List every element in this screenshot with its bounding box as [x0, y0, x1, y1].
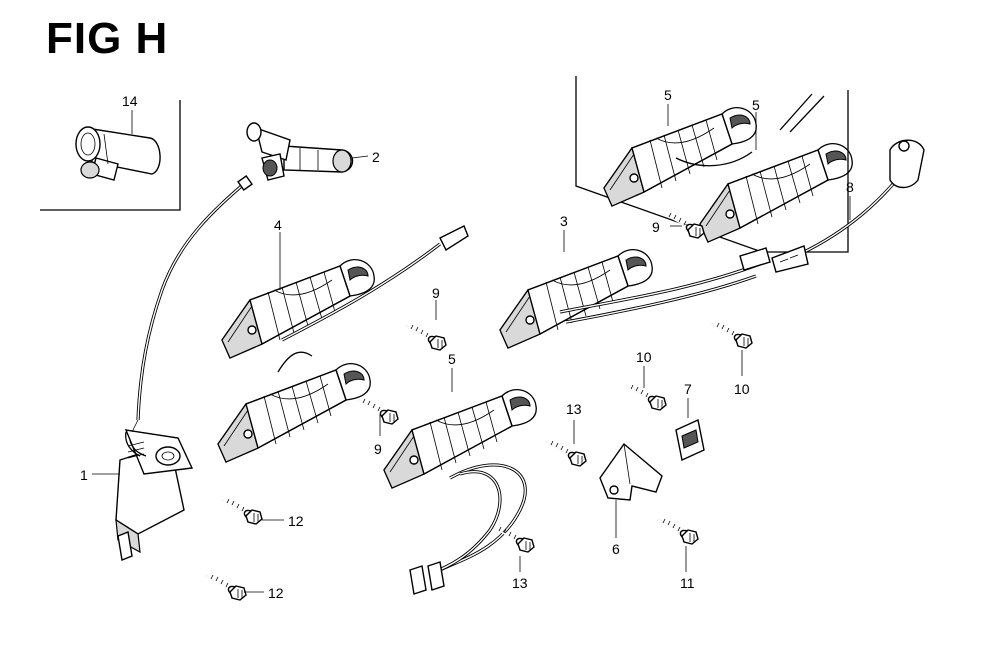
exciter-coil-inset-lower: [699, 93, 853, 243]
bolt-11: [657, 518, 699, 545]
bolt-12-upper: [221, 498, 263, 525]
charge-coil-part-4: [221, 225, 469, 359]
charge-coil-lower-left: [217, 351, 371, 463]
callout-5-inset-left: 5: [664, 87, 672, 103]
callout-1: 1: [80, 467, 88, 483]
bolt-12-lower: [205, 574, 247, 601]
callout-13-upper: 13: [566, 401, 582, 417]
callout-6: 6: [612, 541, 620, 557]
bolt-13-lower: [493, 526, 535, 553]
bolt-13-upper: [545, 440, 587, 467]
exciter-coil-part-5: [383, 388, 537, 595]
callout-12-lower: 12: [268, 585, 284, 601]
callout-10-right: 10: [734, 381, 750, 397]
callout-10-left: 10: [636, 349, 652, 365]
callout-5-center: 5: [448, 351, 456, 367]
bolt-10-left: [625, 384, 667, 411]
callout-8: 8: [846, 179, 854, 195]
inset-box-14: [40, 100, 181, 211]
bolt-9-center: [405, 324, 447, 351]
callout-9-lower: 9: [374, 441, 382, 457]
bolt-10-right: [711, 322, 753, 349]
callout-9-inset: 9: [652, 219, 660, 235]
bracket-part-6: [599, 442, 663, 501]
callout-4: 4: [274, 217, 282, 233]
wire-harness-part-8: [771, 139, 925, 273]
exciter-coil-inset-upper: [603, 106, 757, 207]
terminal-part-7: [675, 418, 705, 462]
callout-9-center: 9: [432, 285, 440, 301]
callout-7: 7: [684, 381, 692, 397]
figure-title: FIG H: [46, 14, 169, 63]
callout-labels: 14 2 1 4 5 5 5 3 8 9 9 9 10 10 7 13 6 13…: [80, 87, 854, 601]
callout-5-inset-right: 5: [752, 97, 760, 113]
callout-2: 2: [372, 149, 380, 165]
plug-cap-part-2: [246, 122, 354, 181]
callout-13-lower: 13: [512, 575, 528, 591]
charge-coil-part-3: [499, 247, 771, 349]
callout-14: 14: [122, 93, 138, 109]
callout-12-upper: 12: [288, 513, 304, 529]
ignition-coil-part-1: [115, 175, 253, 561]
callout-11: 11: [680, 575, 695, 591]
callout-3: 3: [560, 213, 568, 229]
bolt-9-inset: [663, 212, 705, 239]
bolt-9-lower: [357, 398, 399, 425]
plug-cap-part-14: [75, 126, 161, 181]
leader-lines: [92, 104, 851, 593]
